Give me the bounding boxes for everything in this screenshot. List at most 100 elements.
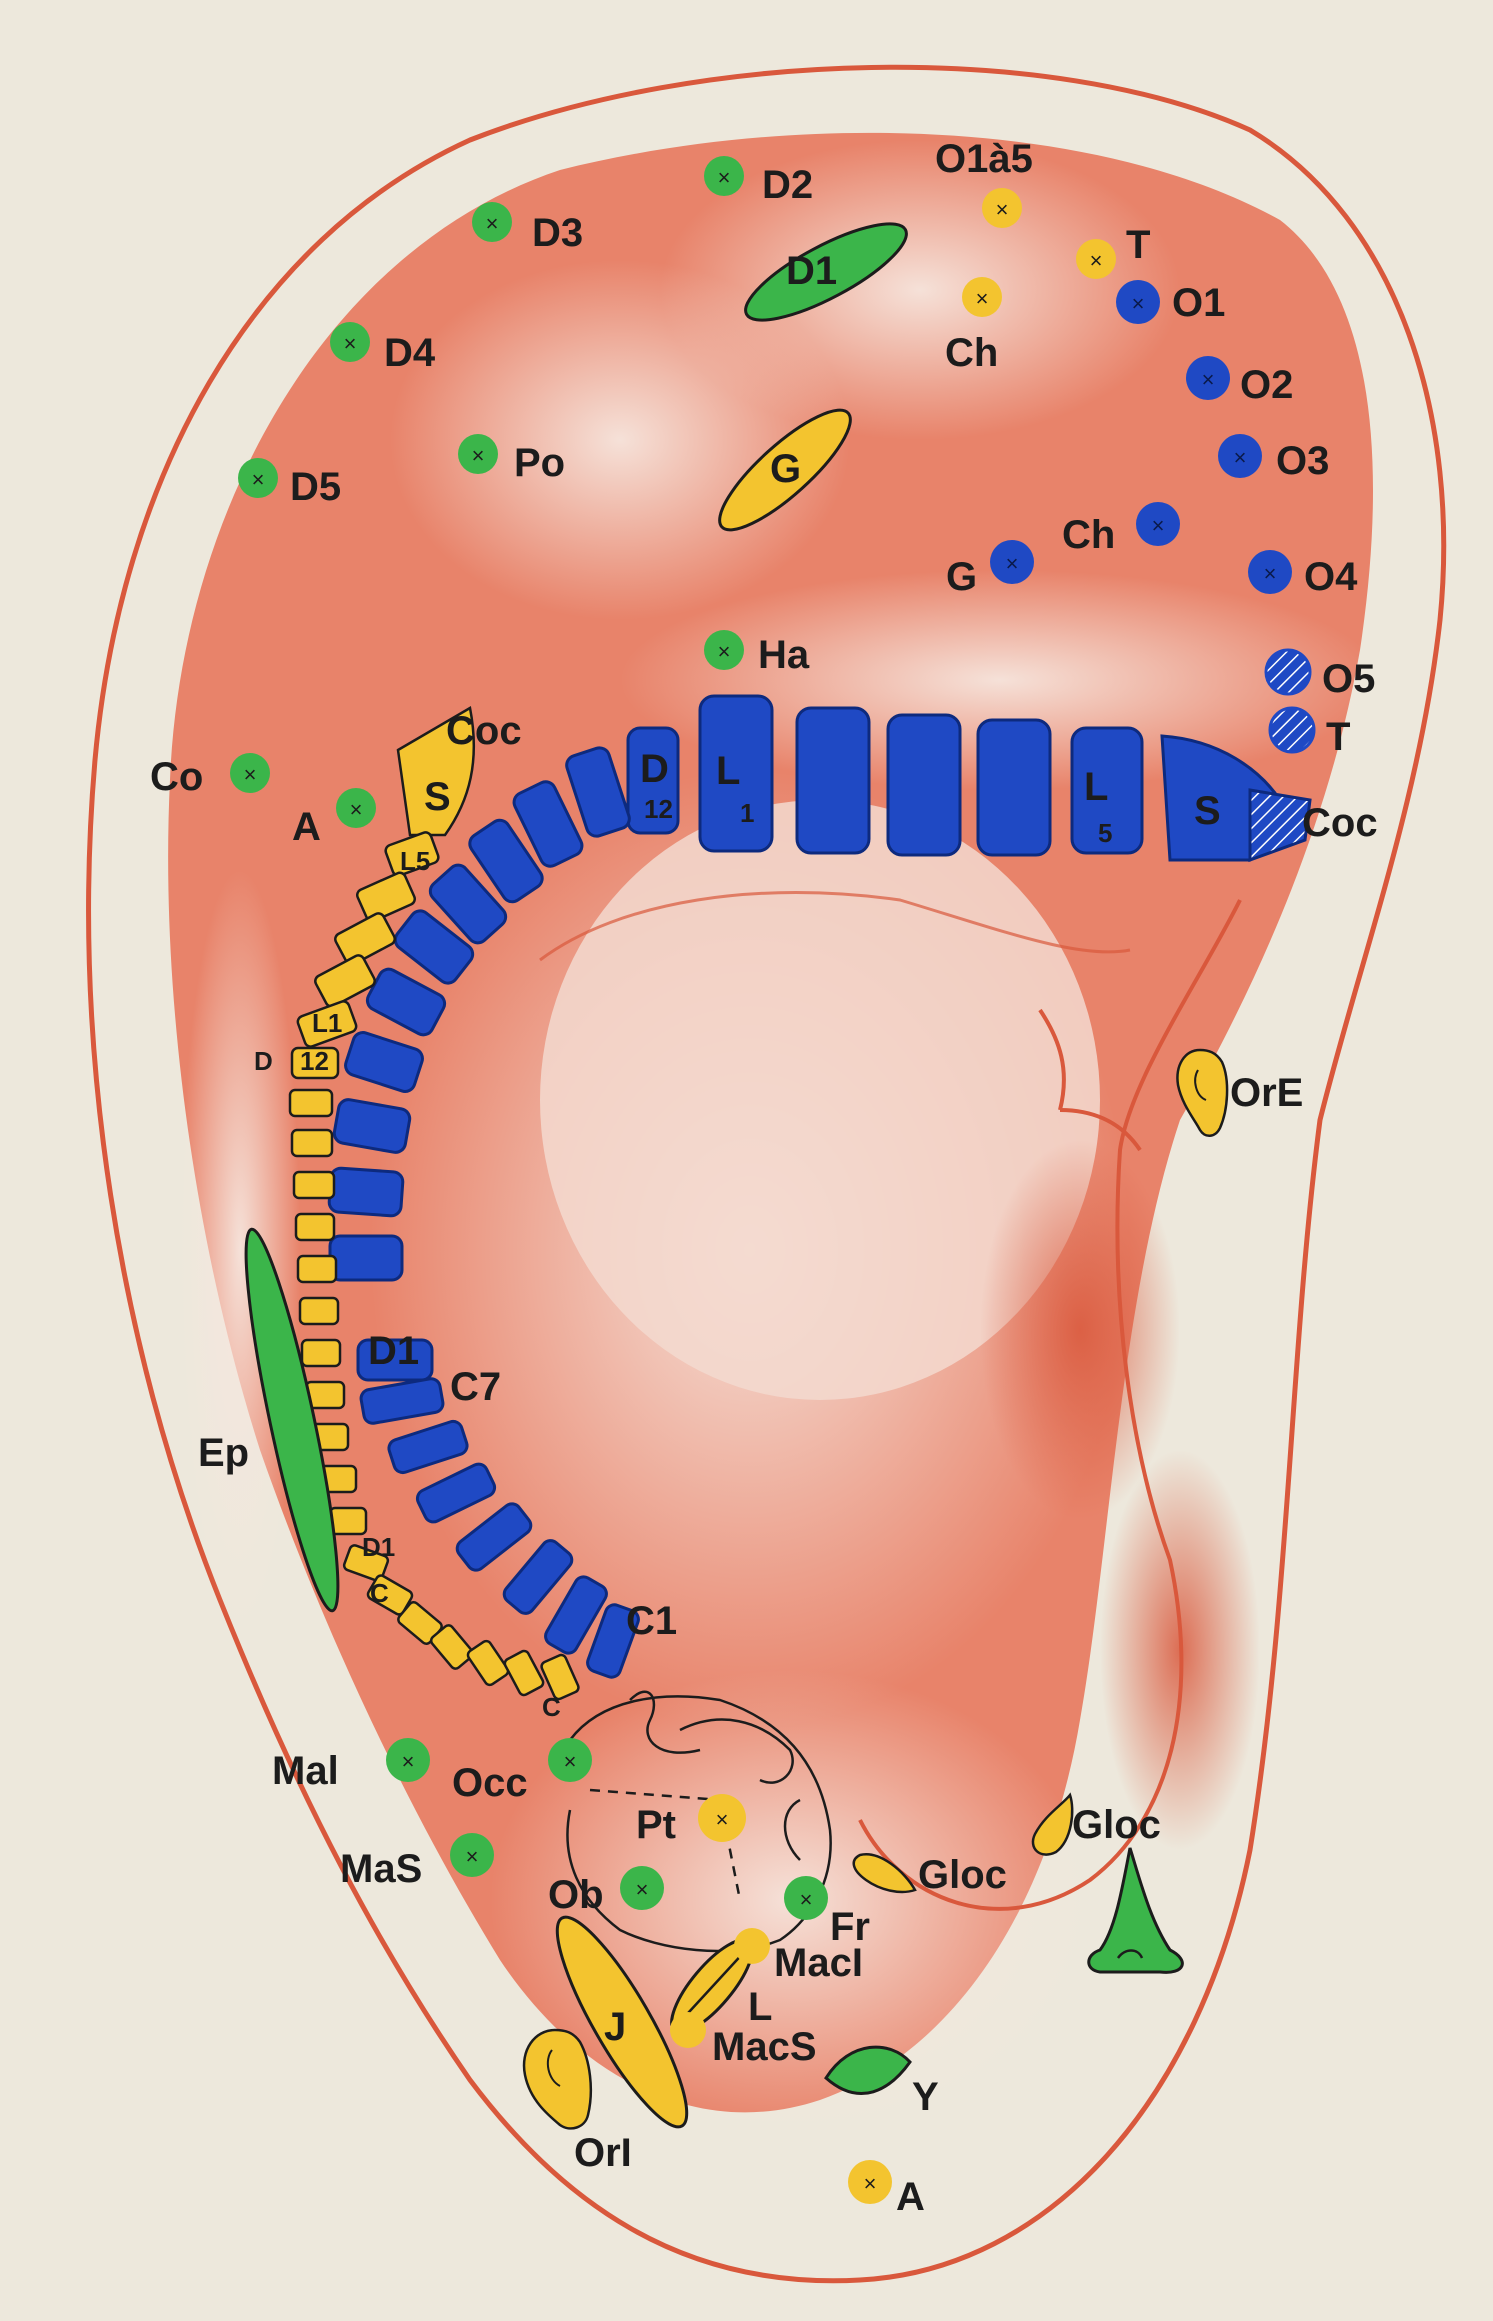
svg-text:×: × — [718, 165, 731, 190]
blue-vertebra-d5 — [344, 1031, 424, 1093]
label-a-lower: A — [896, 2175, 925, 2219]
concha-inner-highlight — [540, 800, 1100, 1400]
blue-coccyx-hatched — [1248, 788, 1312, 863]
point-d2: × — [704, 156, 744, 196]
svg-text:×: × — [1006, 551, 1019, 576]
point-o3-blue: × — [1218, 434, 1262, 478]
label-l1-yellow: L1 — [312, 1008, 342, 1038]
svg-text:×: × — [1132, 291, 1145, 316]
label-t-blue: T — [1326, 715, 1350, 759]
yellow-vertebra-d5 — [300, 1338, 342, 1368]
svg-text:×: × — [564, 1749, 577, 1774]
label-o5: O5 — [1322, 657, 1375, 701]
label-y: Y — [912, 2075, 939, 2119]
antitragus-inner-line-1 — [629, 1690, 701, 1754]
blue-vertebra-l1 — [698, 694, 774, 853]
zone-macl-dot — [734, 1928, 770, 1964]
yellow-vertebra-l3 — [334, 912, 396, 966]
label-l5-sub: 5 — [1098, 818, 1112, 848]
point-t-blue — [1268, 706, 1316, 754]
label-fr: Fr — [830, 1905, 870, 1949]
point-fr: × — [784, 1876, 828, 1920]
yellow-vertebra-c4 — [429, 1624, 475, 1670]
nose-nostril-line — [1116, 1949, 1144, 1959]
point-o1-blue: × — [1116, 280, 1160, 324]
ear-canal-shade — [980, 1140, 1180, 1520]
label-s-blue: S — [1194, 789, 1221, 833]
label-l5-yellow: L5 — [400, 846, 430, 876]
zone-gloc-left-drop — [852, 1853, 917, 1894]
blue-spine — [327, 694, 1312, 1679]
point-o5-blue — [1264, 648, 1312, 696]
point-d4: × — [330, 322, 370, 362]
label-mas: MaS — [340, 1847, 422, 1891]
svg-text:×: × — [244, 762, 257, 787]
blue-vertebra-d4 — [332, 1098, 412, 1154]
label-ha: Ha — [758, 633, 810, 677]
blue-vertebra-d11 — [565, 746, 631, 838]
yellow-vertebra-c1 — [540, 1653, 580, 1701]
svg-text:×: × — [486, 211, 499, 236]
blue-vertebra-c1 — [586, 1603, 640, 1679]
blue-vertebra-d7 — [393, 909, 475, 985]
yellow-vertebra-d9 — [292, 1170, 336, 1200]
blue-vertebra-d10 — [512, 780, 584, 868]
label-ori: OrI — [574, 2131, 632, 2175]
yellow-vertebra-l2 — [314, 954, 376, 1008]
blue-vertebra-c2 — [544, 1575, 608, 1655]
svg-text:×: × — [402, 1749, 415, 1774]
label-d1-blue: D1 — [368, 1329, 419, 1373]
label-gloc-left: Gloc — [918, 1853, 1007, 1897]
svg-text:×: × — [716, 1807, 729, 1832]
label-ch-blue: Ch — [1062, 513, 1115, 557]
scapha-inner-contour — [539, 891, 1131, 962]
point-o4-blue: × — [1248, 550, 1292, 594]
svg-text:×: × — [1152, 513, 1165, 538]
label-l-small: L — [748, 1985, 772, 2029]
label-c1: C1 — [626, 1599, 677, 1643]
label-l5-spine: L — [1084, 765, 1108, 809]
yellow-vertebra-d7 — [296, 1254, 338, 1284]
label-t-top: T — [1126, 223, 1150, 267]
svg-text:×: × — [1234, 445, 1247, 470]
blue-vertebra-d8 — [428, 863, 508, 945]
label-co: Co — [150, 755, 203, 799]
blue-vertebra-c6 — [387, 1419, 469, 1475]
svg-text:×: × — [718, 639, 731, 664]
yellow-vertebra-l5 — [384, 831, 440, 877]
blue-vertebra-l3 — [886, 713, 962, 857]
point-o1a5: × — [982, 188, 1022, 228]
label-ob: Ob — [548, 1873, 604, 1917]
yellow-vertebra-d1 — [328, 1506, 368, 1536]
label-o3: O3 — [1276, 439, 1329, 483]
yellow-vertebra-c6 — [366, 1574, 414, 1616]
label-ep: Ep — [198, 1431, 249, 1475]
blue-vertebra-d2 — [328, 1234, 404, 1282]
crus-contour — [1038, 1008, 1066, 1111]
point-a-lower: × — [848, 2160, 892, 2204]
blue-vertebra-c4 — [455, 1502, 533, 1572]
helix-rim-highlight — [180, 870, 300, 1630]
label-a-upper: A — [292, 805, 321, 849]
crus-contour-2 — [1059, 1108, 1142, 1152]
label-d12-yellow: 12 — [300, 1046, 329, 1076]
label-mal: Mal — [272, 1749, 339, 1793]
yellow-vertebra-c3 — [466, 1639, 510, 1687]
blue-vertebra-d9 — [468, 818, 544, 904]
label-c7: C7 — [450, 1365, 501, 1409]
zone-gloc-right-drop — [1031, 1792, 1074, 1856]
point-a-upper: × — [336, 788, 376, 828]
label-d5: D5 — [290, 465, 341, 509]
yellow-vertebra-d11 — [288, 1088, 334, 1118]
label-d-yellow: D — [254, 1046, 273, 1076]
zone-ep-green — [244, 1227, 340, 1613]
yellow-vertebra-c7 — [342, 1544, 390, 1582]
zone-mac-midline — [677, 1949, 747, 2025]
zone-g-yellow — [718, 408, 852, 532]
blue-vertebra-d12 — [626, 726, 680, 835]
svg-text:×: × — [344, 331, 357, 356]
yellow-vertebra-l4 — [356, 871, 416, 923]
ear-outer-outline — [86, 64, 1447, 2284]
label-c-small: C — [370, 1578, 389, 1608]
